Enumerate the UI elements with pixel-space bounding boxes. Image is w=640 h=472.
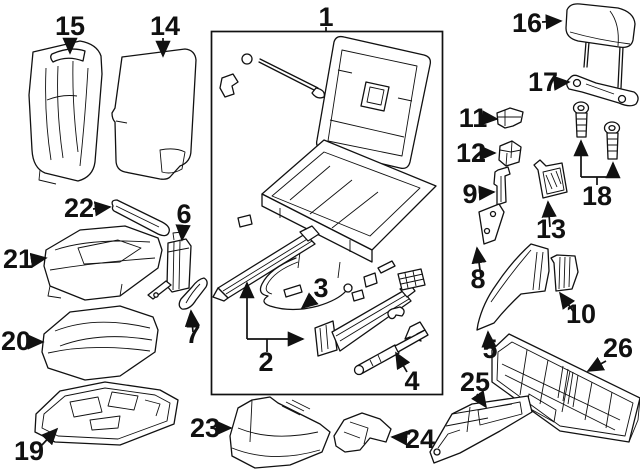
callout-2: 2 <box>258 347 273 377</box>
leader-arrow-17 <box>553 75 571 91</box>
leader-arrow-25 <box>471 390 487 409</box>
leader-arrow-5 <box>481 330 497 348</box>
callout-17: 17 <box>528 67 558 97</box>
leader-arrow-26 <box>586 356 607 372</box>
leader-arrow-8 <box>471 246 487 278</box>
callout-22: 22 <box>64 193 94 223</box>
callout-1: 1 <box>318 2 333 32</box>
leader-arrow-19 <box>40 427 59 447</box>
callout-25: 25 <box>460 367 490 397</box>
part-1-assembly-box <box>210 30 444 396</box>
callout-16: 16 <box>512 8 542 38</box>
callout-9: 9 <box>462 179 477 209</box>
tray-drawing <box>34 381 179 446</box>
bracket-24-drawing <box>333 412 441 456</box>
trim-cover-drawing <box>229 396 331 469</box>
release-cable-drawing <box>259 257 353 311</box>
callout-24: 24 <box>405 424 435 454</box>
leader-arrow-3 <box>300 292 319 310</box>
clip-11-drawing <box>496 107 524 129</box>
leader-arrow-11 <box>481 110 499 126</box>
callout-7: 7 <box>185 319 200 349</box>
seat-back-panel-drawing <box>111 48 197 180</box>
callout-4: 4 <box>404 366 419 396</box>
clip-12-drawing <box>498 140 522 167</box>
seat-back-cover-drawing <box>28 40 103 185</box>
leader-arrow-16 <box>541 14 563 30</box>
cushion-pad-drawing <box>41 305 159 381</box>
cushion-cover-drawing <box>43 225 163 301</box>
seat-frame-drawing <box>219 35 437 279</box>
callout-8: 8 <box>470 264 485 294</box>
callout-11: 11 <box>459 103 488 133</box>
callout-19: 19 <box>14 436 44 466</box>
headrest-bolts-drawing <box>572 101 621 160</box>
bolster-pad-drawing <box>111 199 170 237</box>
bracket-9-drawing <box>493 166 511 206</box>
support-bracket-25-drawing <box>429 395 533 464</box>
callout-15: 15 <box>55 11 85 41</box>
callout-20: 20 <box>1 326 31 356</box>
callout-13: 13 <box>536 214 566 244</box>
hinge-bracket-drawing <box>147 231 192 300</box>
side-shield-drawing <box>476 243 550 331</box>
leader-arrow-24 <box>390 430 408 446</box>
leader-arrow-6 <box>175 224 191 242</box>
callout-6: 6 <box>176 199 191 229</box>
callout-21: 21 <box>3 244 33 274</box>
callout-3: 3 <box>313 273 328 303</box>
callout-26: 26 <box>603 333 633 363</box>
callout-14: 14 <box>150 11 180 41</box>
callout-23: 23 <box>190 413 220 443</box>
leader-arrow-10 <box>559 291 576 312</box>
bracket-7-drawing <box>178 277 208 310</box>
leader-arrow-9 <box>478 185 496 201</box>
callout-10: 10 <box>566 299 596 329</box>
leader-lines <box>27 14 621 447</box>
leader-arrow-22 <box>92 201 112 217</box>
bracket-10-drawing <box>550 254 579 292</box>
headrest-guide-plate-drawing <box>566 74 639 107</box>
leader-arrow-21 <box>29 252 48 268</box>
bracket-8-drawing <box>478 203 505 245</box>
callout-5: 5 <box>482 334 497 364</box>
leader-arrow-4 <box>395 351 411 373</box>
leader-arrow-13 <box>541 200 557 228</box>
headrest-drawing <box>565 3 636 89</box>
callout-12: 12 <box>456 138 486 168</box>
callout-18: 18 <box>582 181 612 211</box>
latch-13-drawing <box>533 159 568 199</box>
leader-arrow-7 <box>184 309 201 333</box>
